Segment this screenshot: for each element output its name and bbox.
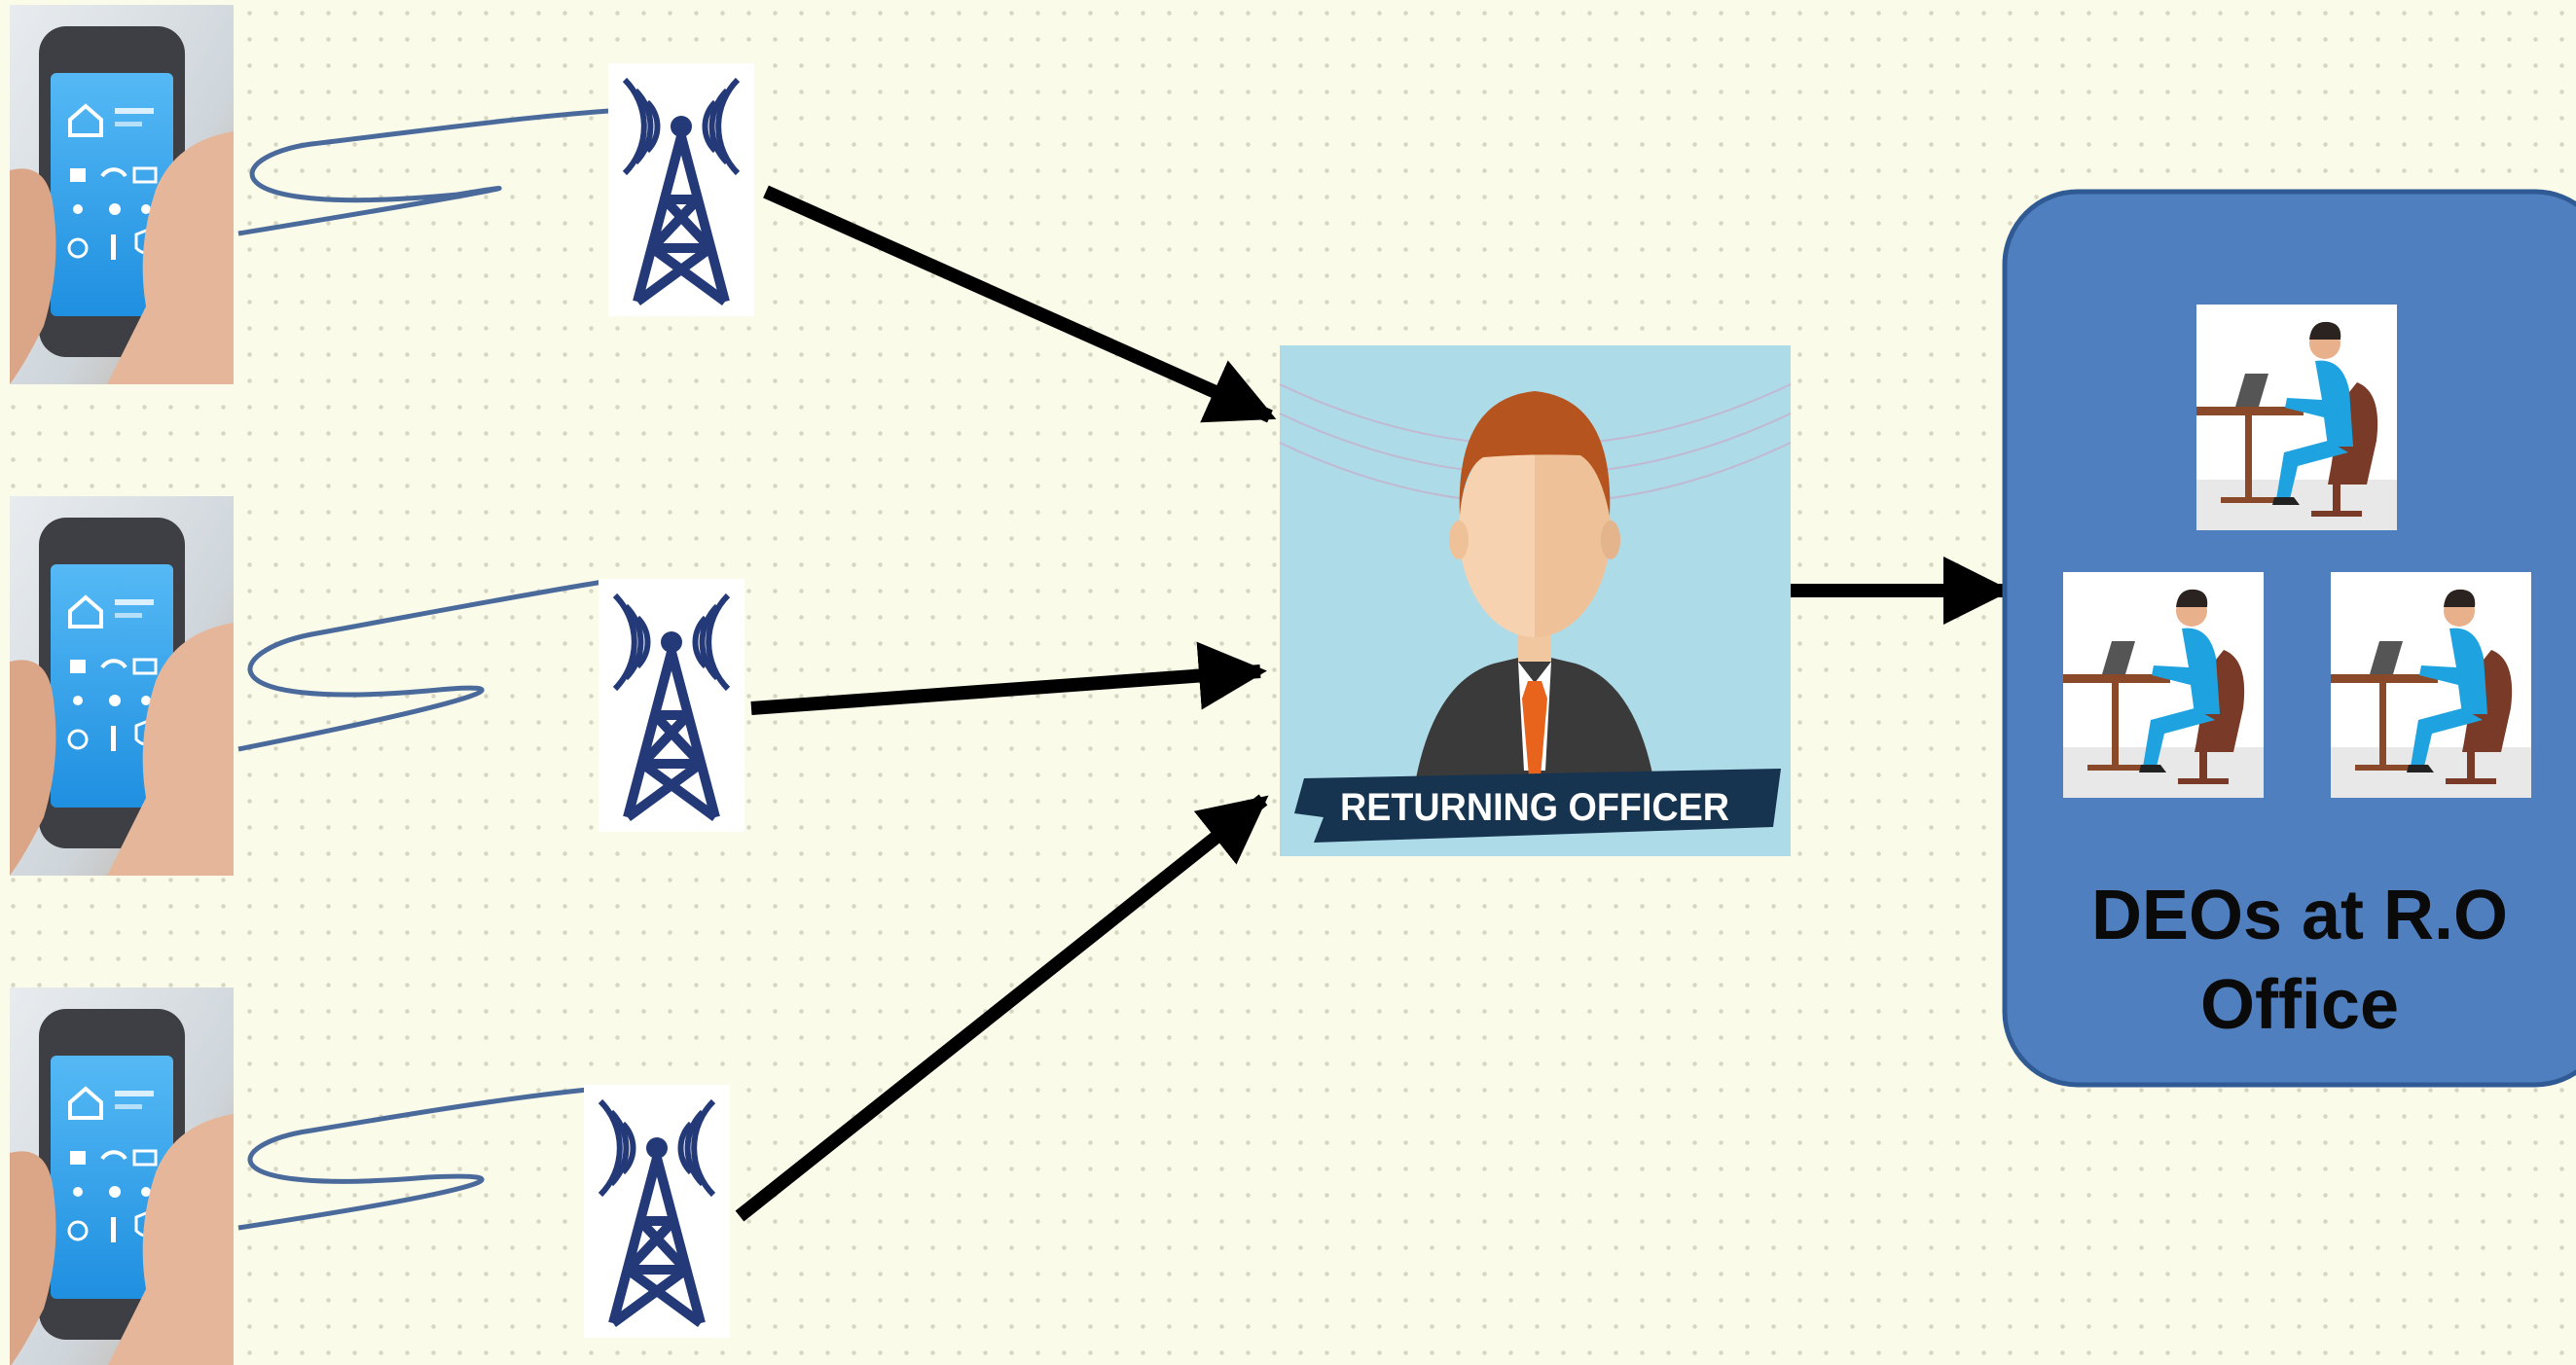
deo-title-line1: DEOs at R.O <box>2090 877 2509 954</box>
deo-workstation-icon-1 <box>2196 305 2397 530</box>
deo-group-title: DEOs at R.O Office <box>2005 871 2576 1050</box>
deo-group-box <box>2002 189 2576 1088</box>
cell-tower-icon-3 <box>584 1085 730 1338</box>
cell-tower-icon-1 <box>608 63 754 316</box>
cell-tower-icon-2 <box>599 579 744 832</box>
smartphone-icon-1 <box>8 3 236 386</box>
arrow-tower2-to-ro <box>750 641 1267 715</box>
deo-workstation-icon-2 <box>2063 572 2264 798</box>
officer-avatar-icon <box>1416 391 1653 778</box>
deo-title-line2: Office <box>2199 966 2400 1044</box>
returning-officer-label: RETURNING OFFICER <box>1340 786 1729 829</box>
signal-link-2 <box>237 579 604 752</box>
signal-link-1 <box>237 106 638 236</box>
deo-workstation-icon-3 <box>2331 572 2531 798</box>
arrow-tower3-to-ro <box>735 794 1269 1222</box>
smartphone-icon-2 <box>8 494 236 878</box>
signal-link-3 <box>237 1085 609 1231</box>
arrow-tower1-to-ro <box>763 185 1277 423</box>
smartphone-icon-3 <box>8 986 236 1365</box>
returning-officer-node: RETURNING OFFICER <box>1279 345 1792 856</box>
